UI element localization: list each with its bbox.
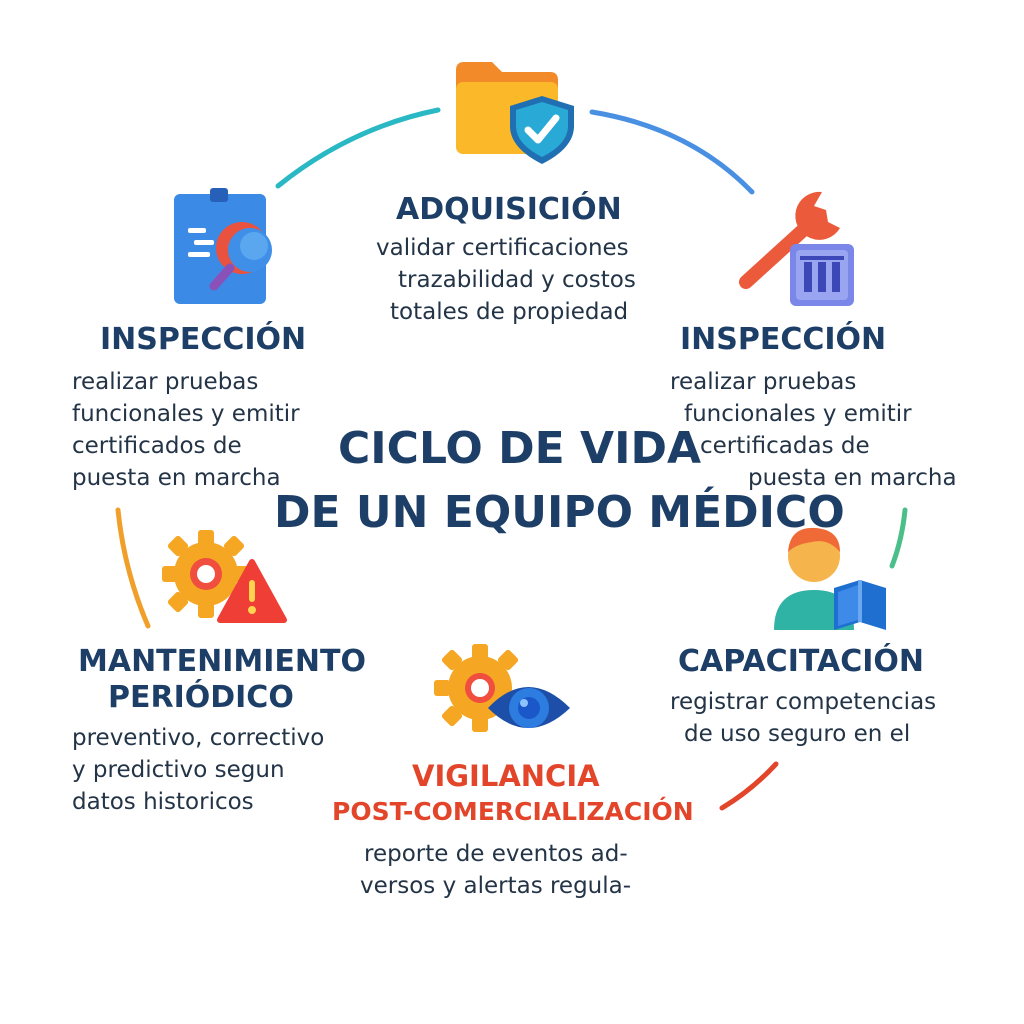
node-desc-line: certificadas de bbox=[700, 433, 870, 459]
node-desc-line: realizar pruebas bbox=[72, 369, 259, 395]
node-desc-line: puesta en marcha bbox=[748, 465, 957, 491]
node-desc-line: preventivo, correctivo bbox=[72, 725, 325, 751]
folder-shield-check-icon bbox=[456, 62, 574, 164]
node-desc-line: realizar pruebas bbox=[670, 369, 857, 395]
node-desc-line: y predictivo segun bbox=[72, 757, 285, 783]
node-title: INSPECCIÓN bbox=[680, 322, 887, 357]
gear-eye-icon bbox=[434, 644, 570, 732]
node-desc-line: totales de propiedad bbox=[390, 299, 629, 325]
title-rest: IGILANCIA bbox=[434, 759, 600, 793]
node-desc-line: de uso seguro en el bbox=[684, 721, 911, 747]
node-title-line1: VIGILANCIA bbox=[412, 758, 600, 794]
gear-warning-icon bbox=[162, 530, 287, 623]
arc-top-left bbox=[275, 107, 441, 189]
node-desc-line: reporte de eventos ad- bbox=[364, 841, 628, 867]
node-desc-line: registrar competencias bbox=[670, 689, 937, 715]
node-desc-line: datos historicos bbox=[72, 789, 254, 815]
node-desc-line: puesta en marcha bbox=[72, 465, 281, 491]
center-title-line1: CICLO DE VIDA bbox=[338, 423, 702, 474]
person-book-icon bbox=[774, 527, 886, 630]
node-desc-line: versos y alertas regula- bbox=[360, 873, 632, 899]
node-title-line2: POST-COMERCIALIZACIÓN bbox=[332, 797, 694, 826]
wrench-chart-icon bbox=[739, 191, 854, 306]
arc-right bbox=[889, 507, 908, 569]
node-title: INSPECCIÓN bbox=[100, 322, 307, 357]
node-desc-line: funcionales y emitir bbox=[684, 401, 912, 427]
arc-left bbox=[115, 507, 151, 629]
node-title: ADQUISICIÓN bbox=[396, 192, 622, 227]
arc-top-right bbox=[589, 109, 755, 195]
arc-bottom-right bbox=[719, 761, 779, 811]
node-title: CAPACITACIÓN bbox=[678, 644, 925, 679]
node-title-line1: MANTENIMIENTO bbox=[78, 644, 366, 679]
node-desc-line: funcionales y emitir bbox=[72, 401, 300, 427]
center-title-line2: DE UN EQUIPO MÉDICO bbox=[274, 487, 845, 538]
node-desc-line: trazabilidad y costos bbox=[398, 267, 636, 293]
node-desc-line: validar certificaciones bbox=[376, 235, 629, 261]
title-initial: V bbox=[412, 759, 435, 793]
node-desc-line: certificados de bbox=[72, 433, 242, 459]
node-title-line2: PERIÓDICO bbox=[108, 680, 294, 715]
clipboard-magnifier-icon bbox=[174, 188, 272, 304]
